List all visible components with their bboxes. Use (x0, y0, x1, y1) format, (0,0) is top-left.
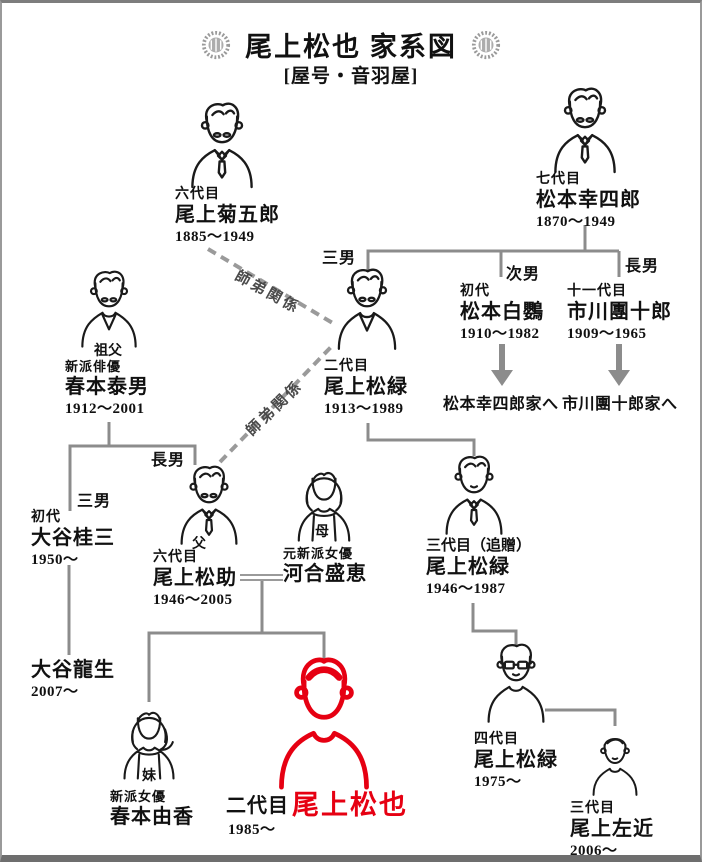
person-matsusuke6: 六代目 尾上松助 1946〜2005 (153, 550, 237, 609)
person-icon-morie female-icon (297, 472, 351, 542)
person-name: 大谷龍生 (31, 659, 115, 681)
mentor-dashed-line-upper (206, 247, 338, 327)
note-hakuo-family: 松本幸四郎家へ (443, 396, 559, 413)
life-dates: 1950〜 (31, 552, 79, 569)
relation-label-sister: 妹 (142, 769, 156, 784)
person-sakon3: 三代目 尾上左近 2006〜 (570, 801, 654, 860)
era-label: 二代目 (324, 359, 369, 374)
life-dates: 1913〜1989 (324, 401, 404, 418)
era-label: 十一代目 (567, 284, 627, 299)
page-subtitle: [屋号・音羽屋] (283, 66, 419, 87)
branch-label-second-son: 次男 (506, 266, 541, 283)
era-label: 六代目 (175, 187, 220, 202)
life-dates: 1946〜1987 (426, 581, 506, 598)
person-kikugoro6: 六代目 尾上菊五郎 1885〜1949 (175, 187, 280, 246)
era-label: 三代目（追贈） (426, 538, 532, 554)
person-ryusei: 大谷龍生 2007〜 (31, 658, 115, 701)
down-arrow-danjuro (608, 344, 630, 386)
line-koshiro-children (366, 225, 621, 277)
person-icon-shoroku2 male-kimono-icon (337, 268, 397, 350)
person-name: 松本幸四郎 (536, 189, 641, 212)
role-label: 新派俳優 (65, 359, 122, 374)
life-dates: 2006〜 (570, 843, 618, 860)
line-matsusuke-children (147, 581, 326, 702)
branch-label-third-son-left: 三男 (77, 493, 112, 510)
era-label: 初代 (31, 510, 61, 525)
person-icon-kikugoro6 male-suit-icon (191, 102, 253, 189)
person-yasuo: 新派俳優 春本泰男 1912〜2001 (65, 359, 149, 418)
person-name: 尾上左近 (570, 818, 654, 841)
person-shoroku3: 三代目（追贈） 尾上松緑 1946〜1987 (426, 538, 531, 599)
person-name-matsuya: 尾上松也 (292, 790, 408, 820)
person-keizo: 初代 大谷桂三 1950〜 (31, 510, 115, 569)
note-danjuro-family: 市川團十郎家へ (562, 396, 678, 413)
person-danjuro11: 十一代目 市川團十郎 1909〜1965 (567, 284, 672, 343)
person-icon-yuka female-icon (123, 711, 175, 780)
person-name: 尾上松助 (153, 567, 237, 590)
relation-label-mother: 母 (315, 525, 329, 540)
person-name: 春本泰男 (65, 375, 149, 398)
person-name: 尾上松緑 (324, 376, 408, 399)
era-label: 三代目 (570, 801, 615, 816)
mentor-dashed-line-lower (218, 345, 333, 464)
person-icon-matsusuke6 male-suit-icon (180, 465, 238, 545)
life-dates-matsuya: 1985〜 (228, 822, 276, 838)
title-row: 尾上松也 家系図 (2, 25, 700, 64)
person-hakuo1: 初代 松本白鸚 1910〜1982 (460, 284, 544, 343)
person-morie: 元新派女優 河合盛恵 (283, 546, 367, 586)
person-name: 春本由香 (110, 805, 194, 828)
person-name: 松本白鸚 (460, 301, 544, 324)
life-dates: 1909〜1965 (567, 326, 647, 343)
line-shoroku3-to-shoroku4 (471, 603, 518, 645)
line-shoroku2-to-shoroku3 (366, 423, 476, 456)
branch-label-first-son-top: 長男 (625, 258, 660, 275)
page-title: 尾上松也 家系図 (245, 32, 457, 62)
marriage-double-line (240, 574, 283, 581)
family-crest-icon (202, 30, 231, 59)
person-icon-shoroku4 male-glasses-icon (487, 643, 545, 723)
role-label: 新派女優 (110, 789, 167, 804)
family-crest-icon (471, 30, 500, 59)
person-yuka: 新派女優 春本由香 (110, 789, 194, 829)
line-yasuo-children (68, 422, 197, 511)
person-shoroku2: 二代目 尾上松緑 1913〜1989 (324, 359, 408, 418)
down-arrow-hakuo (491, 344, 513, 386)
era-label: 初代 (460, 284, 490, 299)
person-shoroku4: 四代目 尾上松緑 1975〜 (474, 732, 558, 791)
person-koshiro7: 七代目 松本幸四郎 1870〜1949 (536, 172, 641, 231)
person-icon-koshiro7 male-suit-icon (554, 87, 616, 174)
life-dates: 1912〜2001 (65, 400, 145, 417)
person-icon-matsuya2 red-male-icon (279, 657, 369, 790)
branch-label-first-son-left: 長男 (151, 452, 186, 469)
relation-label-father: 父 (192, 537, 206, 552)
life-dates: 1946〜2005 (153, 592, 233, 609)
person-name: 尾上松緑 (474, 749, 558, 772)
connector-lines (67, 225, 630, 726)
life-dates: 2007〜 (31, 684, 79, 700)
line-shoroku4-to-sakon (545, 708, 617, 726)
person-name: 市川團十郎 (567, 301, 672, 324)
life-dates: 1885〜1949 (175, 229, 255, 246)
relation-label-grandfather: 祖父 (94, 344, 122, 359)
life-dates: 1910〜1982 (460, 326, 540, 343)
life-dates: 1975〜 (474, 774, 522, 791)
era-label: 四代目 (474, 732, 519, 747)
branch-label-third-son-top: 三男 (322, 250, 357, 267)
person-name: 尾上菊五郎 (175, 204, 280, 227)
era-label: 七代目 (536, 172, 581, 187)
life-dates: 1870〜1949 (536, 214, 616, 231)
person-name: 大谷桂三 (31, 527, 115, 550)
role-label: 元新派女優 (283, 546, 354, 561)
era-label: 六代目 (153, 550, 198, 565)
person-icon-sakon3 boy-icon (592, 737, 638, 796)
era-label-matsuya: 二代目 (226, 795, 289, 817)
person-name: 河合盛恵 (283, 562, 367, 585)
person-name: 尾上松緑 (426, 556, 510, 579)
person-icon-yasuo male-kimono-icon (81, 270, 137, 348)
person-icon-shoroku3 male-suit-icon (445, 455, 503, 535)
